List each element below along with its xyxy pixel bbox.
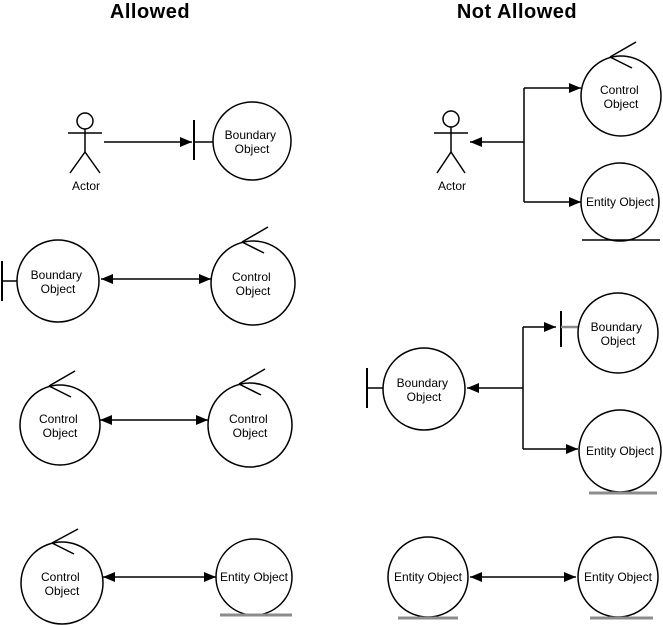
entity-object-node: Entity Object bbox=[215, 538, 293, 617]
boundary-circle bbox=[212, 101, 292, 181]
control-arrow-icon bbox=[51, 528, 79, 555]
allowed-row-3: Control Object Control Object bbox=[19, 368, 293, 468]
boundary-label: Boundary Object bbox=[397, 376, 452, 404]
control-label: Control Object bbox=[229, 412, 271, 440]
boundary-object-node: Boundary Object bbox=[366, 347, 466, 431]
allowed-row-1: Actor Boundary Object bbox=[68, 101, 292, 193]
boundary-object-node: Boundary Object bbox=[560, 292, 659, 374]
control-circle bbox=[20, 541, 104, 625]
control-object-node: Control Object bbox=[207, 368, 293, 468]
boundary-object-node: Boundary Object bbox=[1, 239, 100, 323]
actor-icon bbox=[68, 112, 102, 174]
entity-label: Entity Object bbox=[586, 195, 655, 209]
entity-object-node: Entity Object bbox=[387, 536, 469, 620]
control-arrow-icon bbox=[238, 368, 266, 396]
actor-label: Actor bbox=[438, 179, 466, 193]
not-allowed-header: Not Allowed bbox=[457, 1, 577, 23]
boundary-circle bbox=[16, 239, 100, 323]
actor-leg-right bbox=[450, 151, 466, 174]
control-label: Control Object bbox=[41, 570, 83, 598]
control-label: Control Object bbox=[39, 412, 81, 440]
actor-leg-left bbox=[436, 151, 452, 174]
control-object-node: Control Object bbox=[580, 41, 662, 137]
control-circle bbox=[207, 382, 293, 468]
boundary-label: Boundary Object bbox=[591, 320, 646, 348]
allowed-row-4: Control Object Entity Object bbox=[20, 528, 293, 625]
control-arrow-icon bbox=[241, 226, 269, 254]
control-circle bbox=[19, 384, 101, 466]
boundary-object-node: Boundary Object bbox=[193, 101, 292, 181]
entity-circle bbox=[580, 162, 660, 242]
not-allowed-row-3: Entity Object Entity Object bbox=[387, 536, 659, 620]
actor-leg-right bbox=[84, 151, 101, 174]
control-arrow-icon bbox=[609, 41, 637, 69]
not-allowed-row-2: Boundary Object Boundary Object Entity O… bbox=[366, 292, 662, 495]
actor-icon bbox=[434, 110, 468, 174]
entity-label: Entity Object bbox=[584, 570, 653, 584]
control-object-node: Control Object bbox=[19, 370, 101, 466]
allowed-header: Allowed bbox=[110, 1, 190, 23]
actor-head bbox=[76, 112, 94, 130]
control-label: Control Object bbox=[232, 270, 274, 298]
entity-object-node: Entity Object bbox=[577, 536, 659, 620]
control-circle bbox=[210, 240, 296, 326]
entity-label: Entity Object bbox=[394, 570, 463, 584]
actor-label: Actor bbox=[72, 179, 100, 193]
control-arrow-icon bbox=[48, 370, 76, 398]
control-label: Control Object bbox=[600, 83, 642, 111]
boundary-circle bbox=[577, 292, 659, 374]
control-object-node: Control Object bbox=[210, 226, 296, 326]
actor-leg-left bbox=[69, 151, 86, 174]
control-circle bbox=[580, 55, 662, 137]
boundary-circle bbox=[382, 347, 466, 431]
entity-object-node: Entity Object bbox=[580, 162, 660, 242]
entity-object-node: Entity Object bbox=[578, 409, 662, 495]
control-object-node: Control Object bbox=[20, 528, 104, 625]
not-allowed-row-1: Actor Control Object Entity Object bbox=[434, 41, 662, 242]
actor-head bbox=[442, 110, 460, 128]
boundary-label: Boundary Object bbox=[31, 268, 86, 296]
entity-label: Entity Object bbox=[586, 444, 655, 458]
entity-label: Entity Object bbox=[220, 570, 289, 584]
allowed-row-2: Boundary Object Control Object bbox=[1, 226, 296, 326]
boundary-label: Boundary Object bbox=[225, 128, 280, 156]
